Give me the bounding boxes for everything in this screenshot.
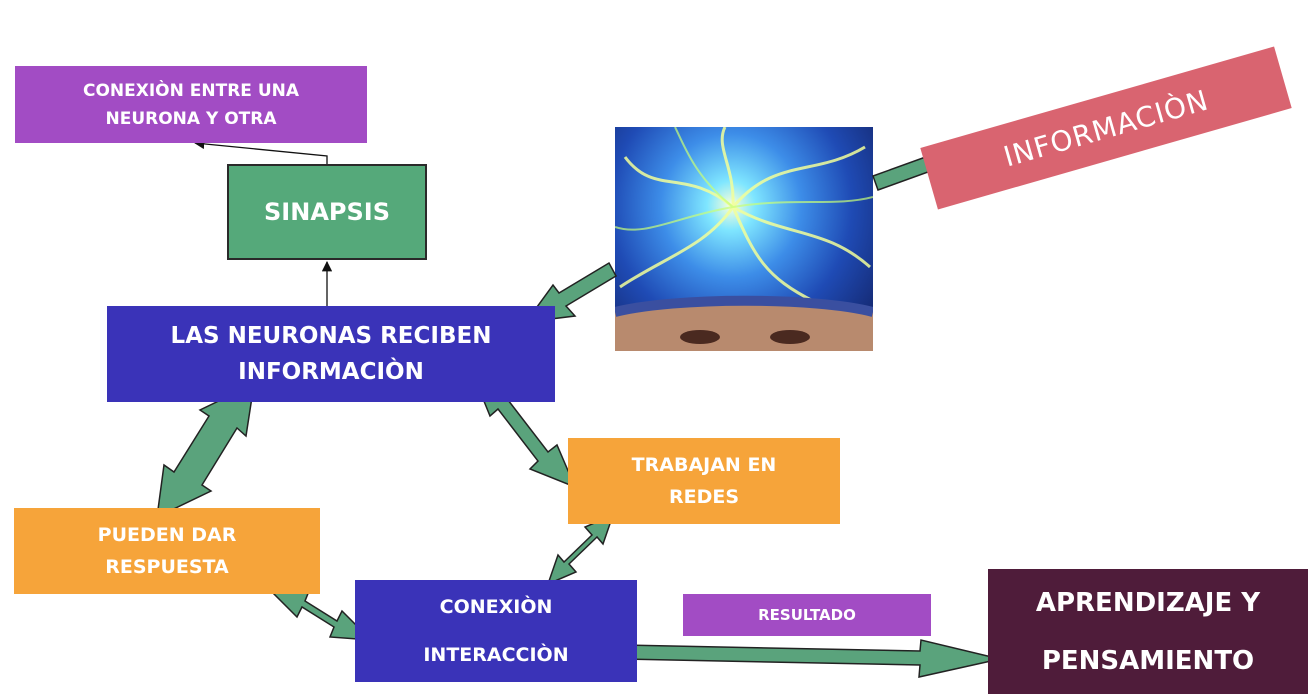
brain-photo — [615, 127, 873, 351]
sinapsis-label: SINAPSIS — [264, 198, 390, 226]
neuronas-line-1: LAS NEURONAS RECIBEN — [170, 323, 492, 349]
neuronas-line-2: INFORMACIÒN — [238, 359, 424, 385]
trabajan-en-redes-box: TRABAJAN EN REDES — [568, 438, 840, 524]
resultado-box: RESULTADO — [683, 594, 931, 636]
conexion-interaccion-box: CONEXIÒN INTERACCIÒN — [355, 580, 637, 682]
conexion-line-2: INTERACCIÒN — [423, 644, 569, 666]
informacion-label: INFORMACIÒN — [999, 83, 1213, 174]
conexion-entre-line-2: NEURONA Y OTRA — [105, 108, 277, 129]
pueden-line-2: RESPUESTA — [105, 556, 229, 578]
conexion-aprendizaje-arrow — [619, 639, 1001, 678]
neuronas-reciben-box: LAS NEURONAS RECIBEN INFORMACIÒN — [107, 306, 555, 402]
informacion-box: INFORMACIÒN — [920, 46, 1292, 210]
neuronas-pueden-arrow — [156, 382, 255, 519]
aprendizaje-pensamiento-box: APRENDIZAJE Y PENSAMIENTO — [988, 569, 1308, 694]
trabajan-line-1: TRABAJAN EN — [631, 454, 777, 476]
aprendizaje-line-2: PENSAMIENTO — [1041, 645, 1255, 676]
conexion-entre-line-1: CONEXIÒN ENTRE UNA — [82, 80, 300, 101]
trabajan-line-2: REDES — [668, 486, 740, 508]
trabajan-conexion-arrow — [546, 513, 615, 586]
aprendizaje-line-1: APRENDIZAJE Y — [1035, 587, 1261, 618]
conexion-entre-neuronas-box: CONEXIÒN ENTRE UNA NEURONA Y OTRA — [15, 66, 367, 143]
pueden-dar-respuesta-box: PUEDEN DAR RESPUESTA — [14, 508, 320, 594]
conexion-line-1: CONEXIÒN — [439, 596, 553, 618]
sinapsis-box: SINAPSIS — [227, 164, 427, 260]
sinapsis-to-conexion-line — [193, 138, 328, 164]
pueden-line-1: PUEDEN DAR — [97, 524, 237, 546]
resultado-label: RESULTADO — [758, 606, 856, 624]
